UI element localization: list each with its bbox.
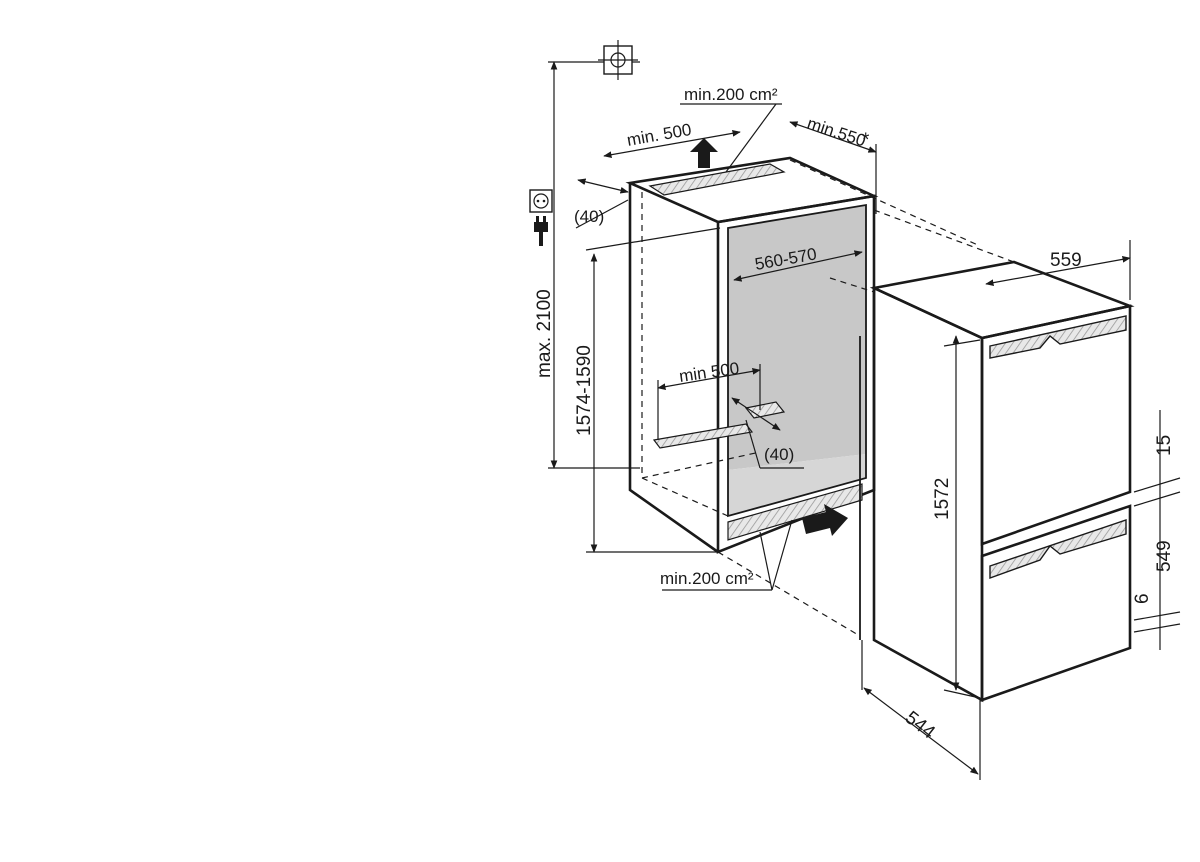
niche-cabinet — [625, 138, 879, 554]
power-socket-icon — [529, 189, 553, 213]
bottom-front-vent — [727, 483, 863, 541]
appliance-side — [872, 285, 984, 703]
projection-lines — [717, 159, 1015, 637]
rear-gap-bottom-label: (40) — [764, 445, 794, 464]
appliance-width-label: 559 — [1050, 250, 1082, 271]
vent-top-area-label: min.200 cm² — [684, 85, 778, 104]
niche-opening — [727, 203, 867, 518]
appliance-depth-label: 544 — [901, 707, 939, 743]
dimension-lines — [548, 61, 1181, 780]
appliance-height-label: 1572 — [932, 478, 953, 520]
air-out-arrow — [690, 138, 718, 168]
depth-top-mark: * — [862, 130, 870, 151]
vent-top-width-label: min. 500 — [625, 120, 693, 150]
appliance — [859, 260, 1135, 703]
door-gap-label: 15 — [1154, 435, 1175, 456]
top-vent-slot — [648, 163, 786, 196]
lower-door-height-label: 549 — [1154, 540, 1175, 572]
depth-top-label: min.550 — [805, 114, 868, 151]
bottom-gap-label: 6 — [1132, 593, 1153, 604]
upper-door-handle — [989, 315, 1127, 359]
lower-door-handle — [989, 519, 1127, 579]
rear-gap-top-label: (40) — [574, 207, 604, 226]
floor-rear-vent — [652, 423, 754, 449]
power-plug-icon — [534, 216, 548, 246]
niche-inner-floor — [728, 454, 866, 516]
lower-door — [980, 504, 1132, 702]
upper-door — [980, 304, 1132, 546]
air-in-arrow — [802, 504, 848, 536]
max-height-label: max. 2100 — [534, 289, 555, 378]
plumb-target-icon — [598, 40, 638, 80]
niche-top-face — [625, 156, 879, 224]
niche-left-side — [628, 183, 719, 554]
niche-height-label: 1574-1590 — [574, 345, 595, 436]
vent-bottom-area-label: min.200 cm² — [660, 569, 754, 588]
